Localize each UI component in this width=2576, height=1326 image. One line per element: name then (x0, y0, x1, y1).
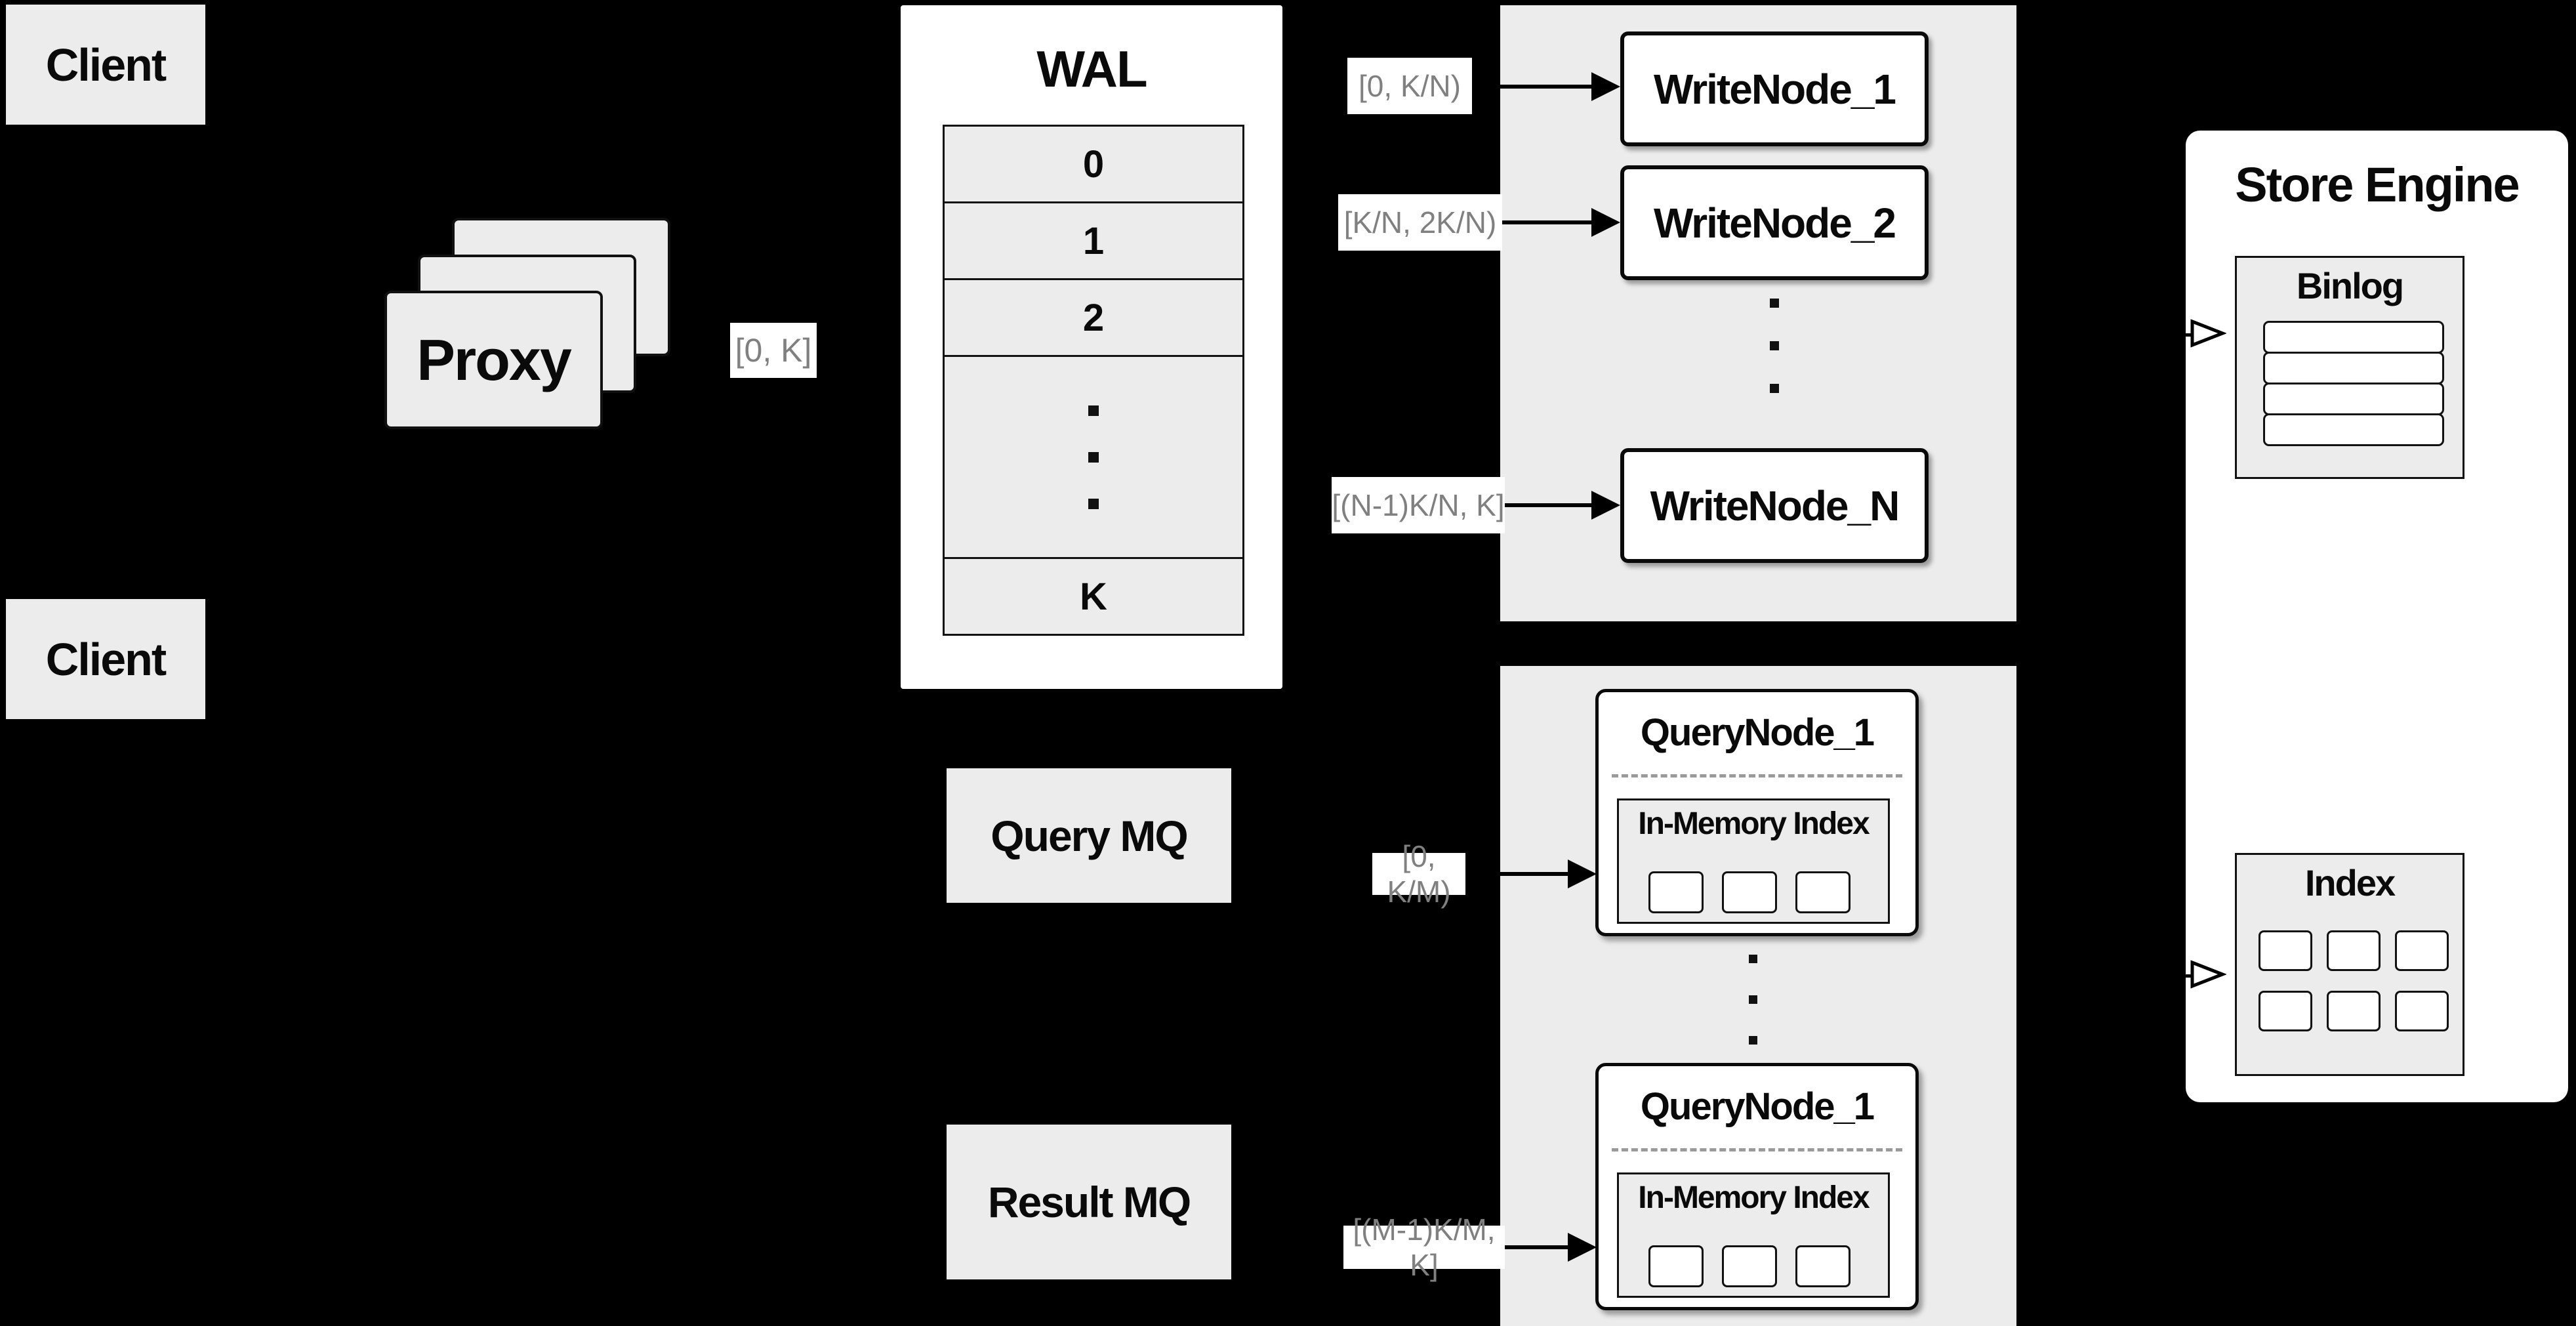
write-node-2: WriteNode_2 (1620, 165, 1929, 280)
index-segment-cell (1795, 1245, 1850, 1287)
dashed-divider (1612, 774, 1902, 777)
binlog-row (2263, 413, 2444, 446)
binlog-row (2263, 383, 2444, 415)
wal-segment-row: 2 (945, 280, 1242, 357)
arrow-head (1591, 491, 1620, 520)
query-node-title: QueryNode_1 (1640, 711, 1875, 754)
result-mq-box: Result MQ (947, 1125, 1231, 1279)
range-label-query-2: [(M-1)K/M, K] (1343, 1212, 1505, 1282)
wal-segment-table: 0 1 2 K (943, 125, 1244, 636)
store-engine-panel: Store Engine Binlog Index (2186, 131, 2568, 1102)
arrow-line (1505, 1245, 1569, 1249)
query-mq-box: Query MQ (947, 768, 1231, 903)
ellipsis-dot (1088, 451, 1099, 463)
wal-panel: WAL 0 1 2 K (901, 5, 1282, 689)
binlog-box: Binlog (2235, 256, 2464, 479)
binlog-rows (2263, 321, 2444, 446)
arrow-head (1591, 208, 1620, 237)
arrow-head (1568, 1233, 1597, 1262)
index-cell (2395, 930, 2449, 971)
arrow-line (1505, 503, 1594, 507)
in-memory-index-title: In-Memory Index (1638, 1180, 1870, 1215)
arrow-line (1472, 85, 1594, 89)
index-cell (2327, 991, 2381, 1031)
index-segment-cell (1722, 1245, 1777, 1287)
wal-title: WAL (1036, 40, 1147, 98)
arrow-line (2145, 333, 2192, 337)
index-segment-cell (1648, 871, 1704, 913)
arrow-line (1465, 872, 1569, 876)
wal-segment-row: 0 (945, 127, 1242, 203)
range-label-proxy-wal: [0, K] (730, 323, 817, 378)
write-node-1: WriteNode_1 (1620, 31, 1929, 146)
in-memory-index-box: In-Memory Index (1617, 1172, 1890, 1298)
ellipsis-dot (1749, 955, 1757, 963)
wal-segment-row: K (945, 559, 1242, 634)
binlog-row (2263, 321, 2444, 354)
query-node-bottom: QueryNode_1 In-Memory Index (1595, 1063, 1919, 1310)
ellipsis-dot (1770, 384, 1779, 393)
store-engine-title: Store Engine (2235, 157, 2520, 212)
wal-segment-row: 1 (945, 203, 1242, 280)
client-box-bottom: Client (6, 599, 205, 719)
index-cell (2259, 930, 2312, 971)
binlog-row (2263, 352, 2444, 384)
in-memory-index-box: In-Memory Index (1617, 798, 1890, 924)
arrow-head-hollow (2190, 319, 2226, 348)
index-segment-cell (1795, 871, 1850, 913)
arrow-head (1568, 860, 1597, 888)
arrow-line (2145, 974, 2192, 978)
arrow-head-hollow (2190, 960, 2226, 989)
index-cell (2259, 991, 2312, 1031)
write-node-n: WriteNode_N (1620, 448, 1929, 563)
dashed-divider (1612, 1148, 1902, 1151)
binlog-title: Binlog (2296, 265, 2404, 306)
index-cell (2395, 991, 2449, 1031)
proxy-card-front: Proxy (384, 291, 603, 429)
range-label-query-1: [0, K/M) (1372, 839, 1465, 909)
arrow-line (1502, 220, 1594, 224)
query-node-title: QueryNode_1 (1640, 1085, 1875, 1128)
ellipsis-dot (1770, 299, 1779, 308)
index-box: Index (2235, 853, 2464, 1076)
range-label-write-n: [(N-1)K/N, K] (1332, 477, 1505, 533)
arrow-head (1591, 72, 1620, 101)
index-cell (2327, 930, 2381, 971)
client-box-top: Client (6, 5, 205, 125)
query-node-top: QueryNode_1 In-Memory Index (1595, 689, 1919, 936)
index-title: Index (2304, 862, 2396, 903)
ellipsis-dot (1770, 341, 1779, 350)
ellipsis-dot (1088, 498, 1099, 509)
in-memory-index-title: In-Memory Index (1638, 806, 1870, 841)
ellipsis-dot (1088, 405, 1099, 416)
wal-ellipsis-row (945, 357, 1242, 559)
range-label-write-1: [0, K/N) (1347, 58, 1472, 114)
index-segment-cell (1722, 871, 1777, 913)
range-label-write-2: [K/N, 2K/N) (1338, 194, 1502, 251)
ellipsis-dot (1749, 1036, 1757, 1045)
index-segment-cell (1648, 1245, 1704, 1287)
ellipsis-dot (1749, 995, 1757, 1004)
